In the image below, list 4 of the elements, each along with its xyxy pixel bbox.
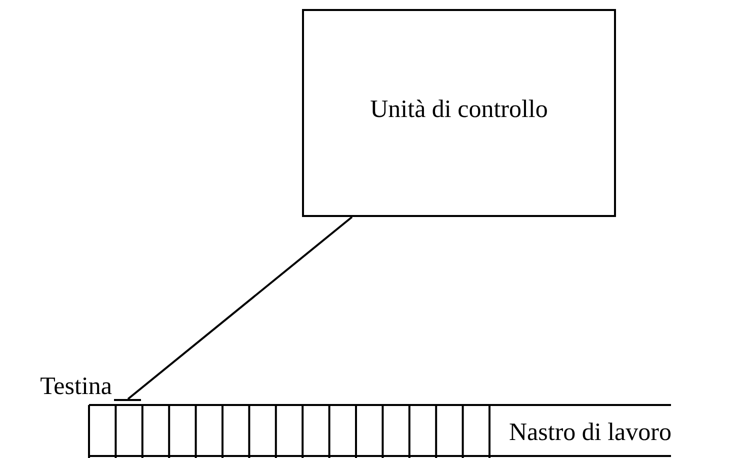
tape-label: Nastro di lavoro [509, 419, 672, 447]
control-unit-box [302, 9, 616, 217]
head-label: Testina [40, 373, 112, 401]
box-label: Unità di controllo [370, 96, 548, 124]
